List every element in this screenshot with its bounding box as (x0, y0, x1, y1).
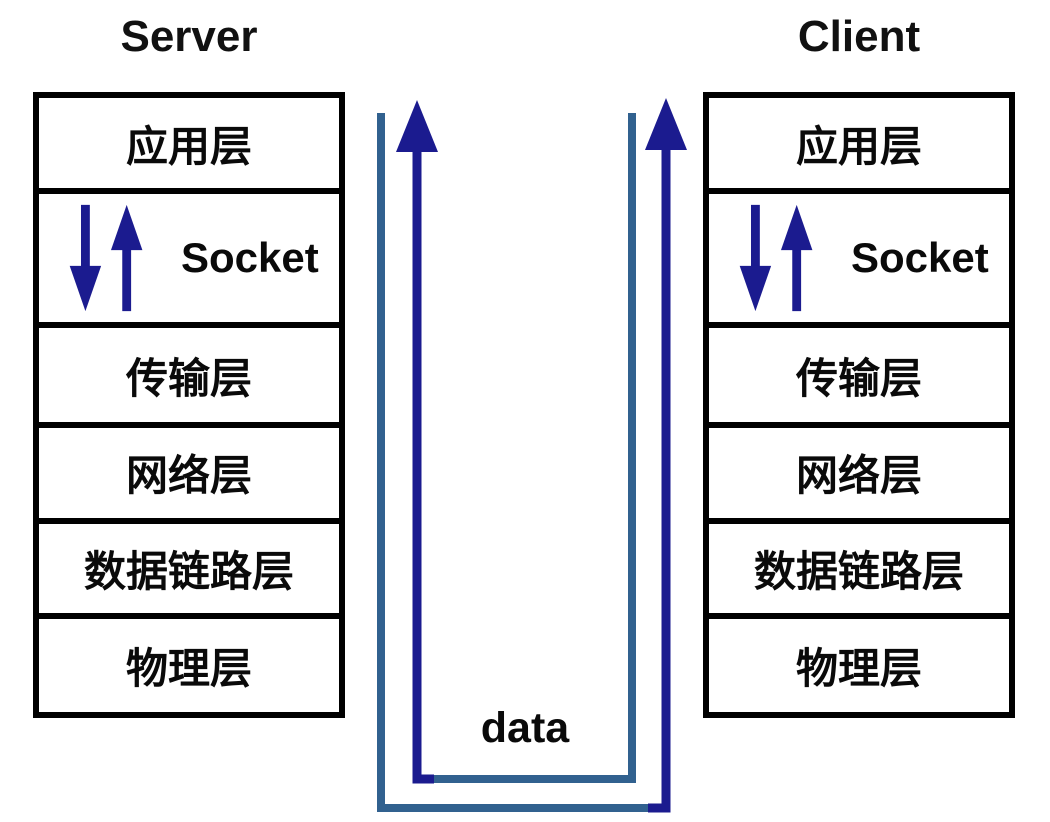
down-arrow-icon (739, 205, 772, 312)
server-layer-application: 应用层 (39, 98, 339, 188)
client-layer-application: 应用层 (709, 98, 1009, 188)
client-up-arrowhead-icon (645, 98, 687, 150)
server-layer-physical: 物理层 (39, 612, 339, 712)
client-layer-network: 网络层 (709, 422, 1009, 517)
data-flow-label: data (480, 704, 570, 752)
socket-updown-arrows-icon (69, 205, 143, 312)
client-layer-application-label: 应用层 (795, 122, 922, 170)
client-socket-label: Socket (851, 234, 989, 282)
up-arrow-icon (780, 205, 813, 312)
up-arrow-icon (110, 205, 143, 312)
client-to-server-flow-arrow (396, 100, 636, 784)
server-layer-physical-label: 物理层 (125, 644, 252, 692)
socket-updown-arrows-icon (739, 205, 813, 312)
client-layer-transport-label: 传输层 (795, 354, 922, 402)
client-layer-physical-label: 物理层 (795, 644, 922, 692)
client-layer-datalink: 数据链路层 (709, 517, 1009, 613)
server-socket-label: Socket (181, 234, 319, 282)
server-title: Server (120, 12, 258, 61)
client-layer-transport: 传输层 (709, 322, 1009, 422)
server-layer-datalink-label: 数据链路层 (83, 547, 294, 595)
server-stack: 应用层 Socket 传输层 网络层 数据链路层 物 (33, 92, 345, 718)
server-layer-network: 网络层 (39, 422, 339, 517)
server-layer-transport-label: 传输层 (125, 354, 252, 402)
server-layer-application-label: 应用层 (125, 122, 252, 170)
client-title: Client (797, 12, 921, 61)
server-layer-socket: Socket (39, 188, 339, 322)
client-layer-datalink-label: 数据链路层 (753, 547, 964, 595)
server-up-arrowhead-icon (396, 100, 438, 152)
client-stack: 应用层 Socket 传输层 网络层 数据链路层 物 (703, 92, 1015, 718)
server-layer-datalink: 数据链路层 (39, 517, 339, 613)
client-layer-physical: 物理层 (709, 612, 1009, 712)
server-layer-network-label: 网络层 (125, 452, 252, 500)
down-arrow-icon (69, 205, 102, 312)
client-layer-network-label: 网络层 (795, 452, 922, 500)
client-layer-socket: Socket (709, 188, 1009, 322)
server-layer-transport: 传输层 (39, 322, 339, 422)
server-to-client-flow-arrow (377, 98, 687, 813)
